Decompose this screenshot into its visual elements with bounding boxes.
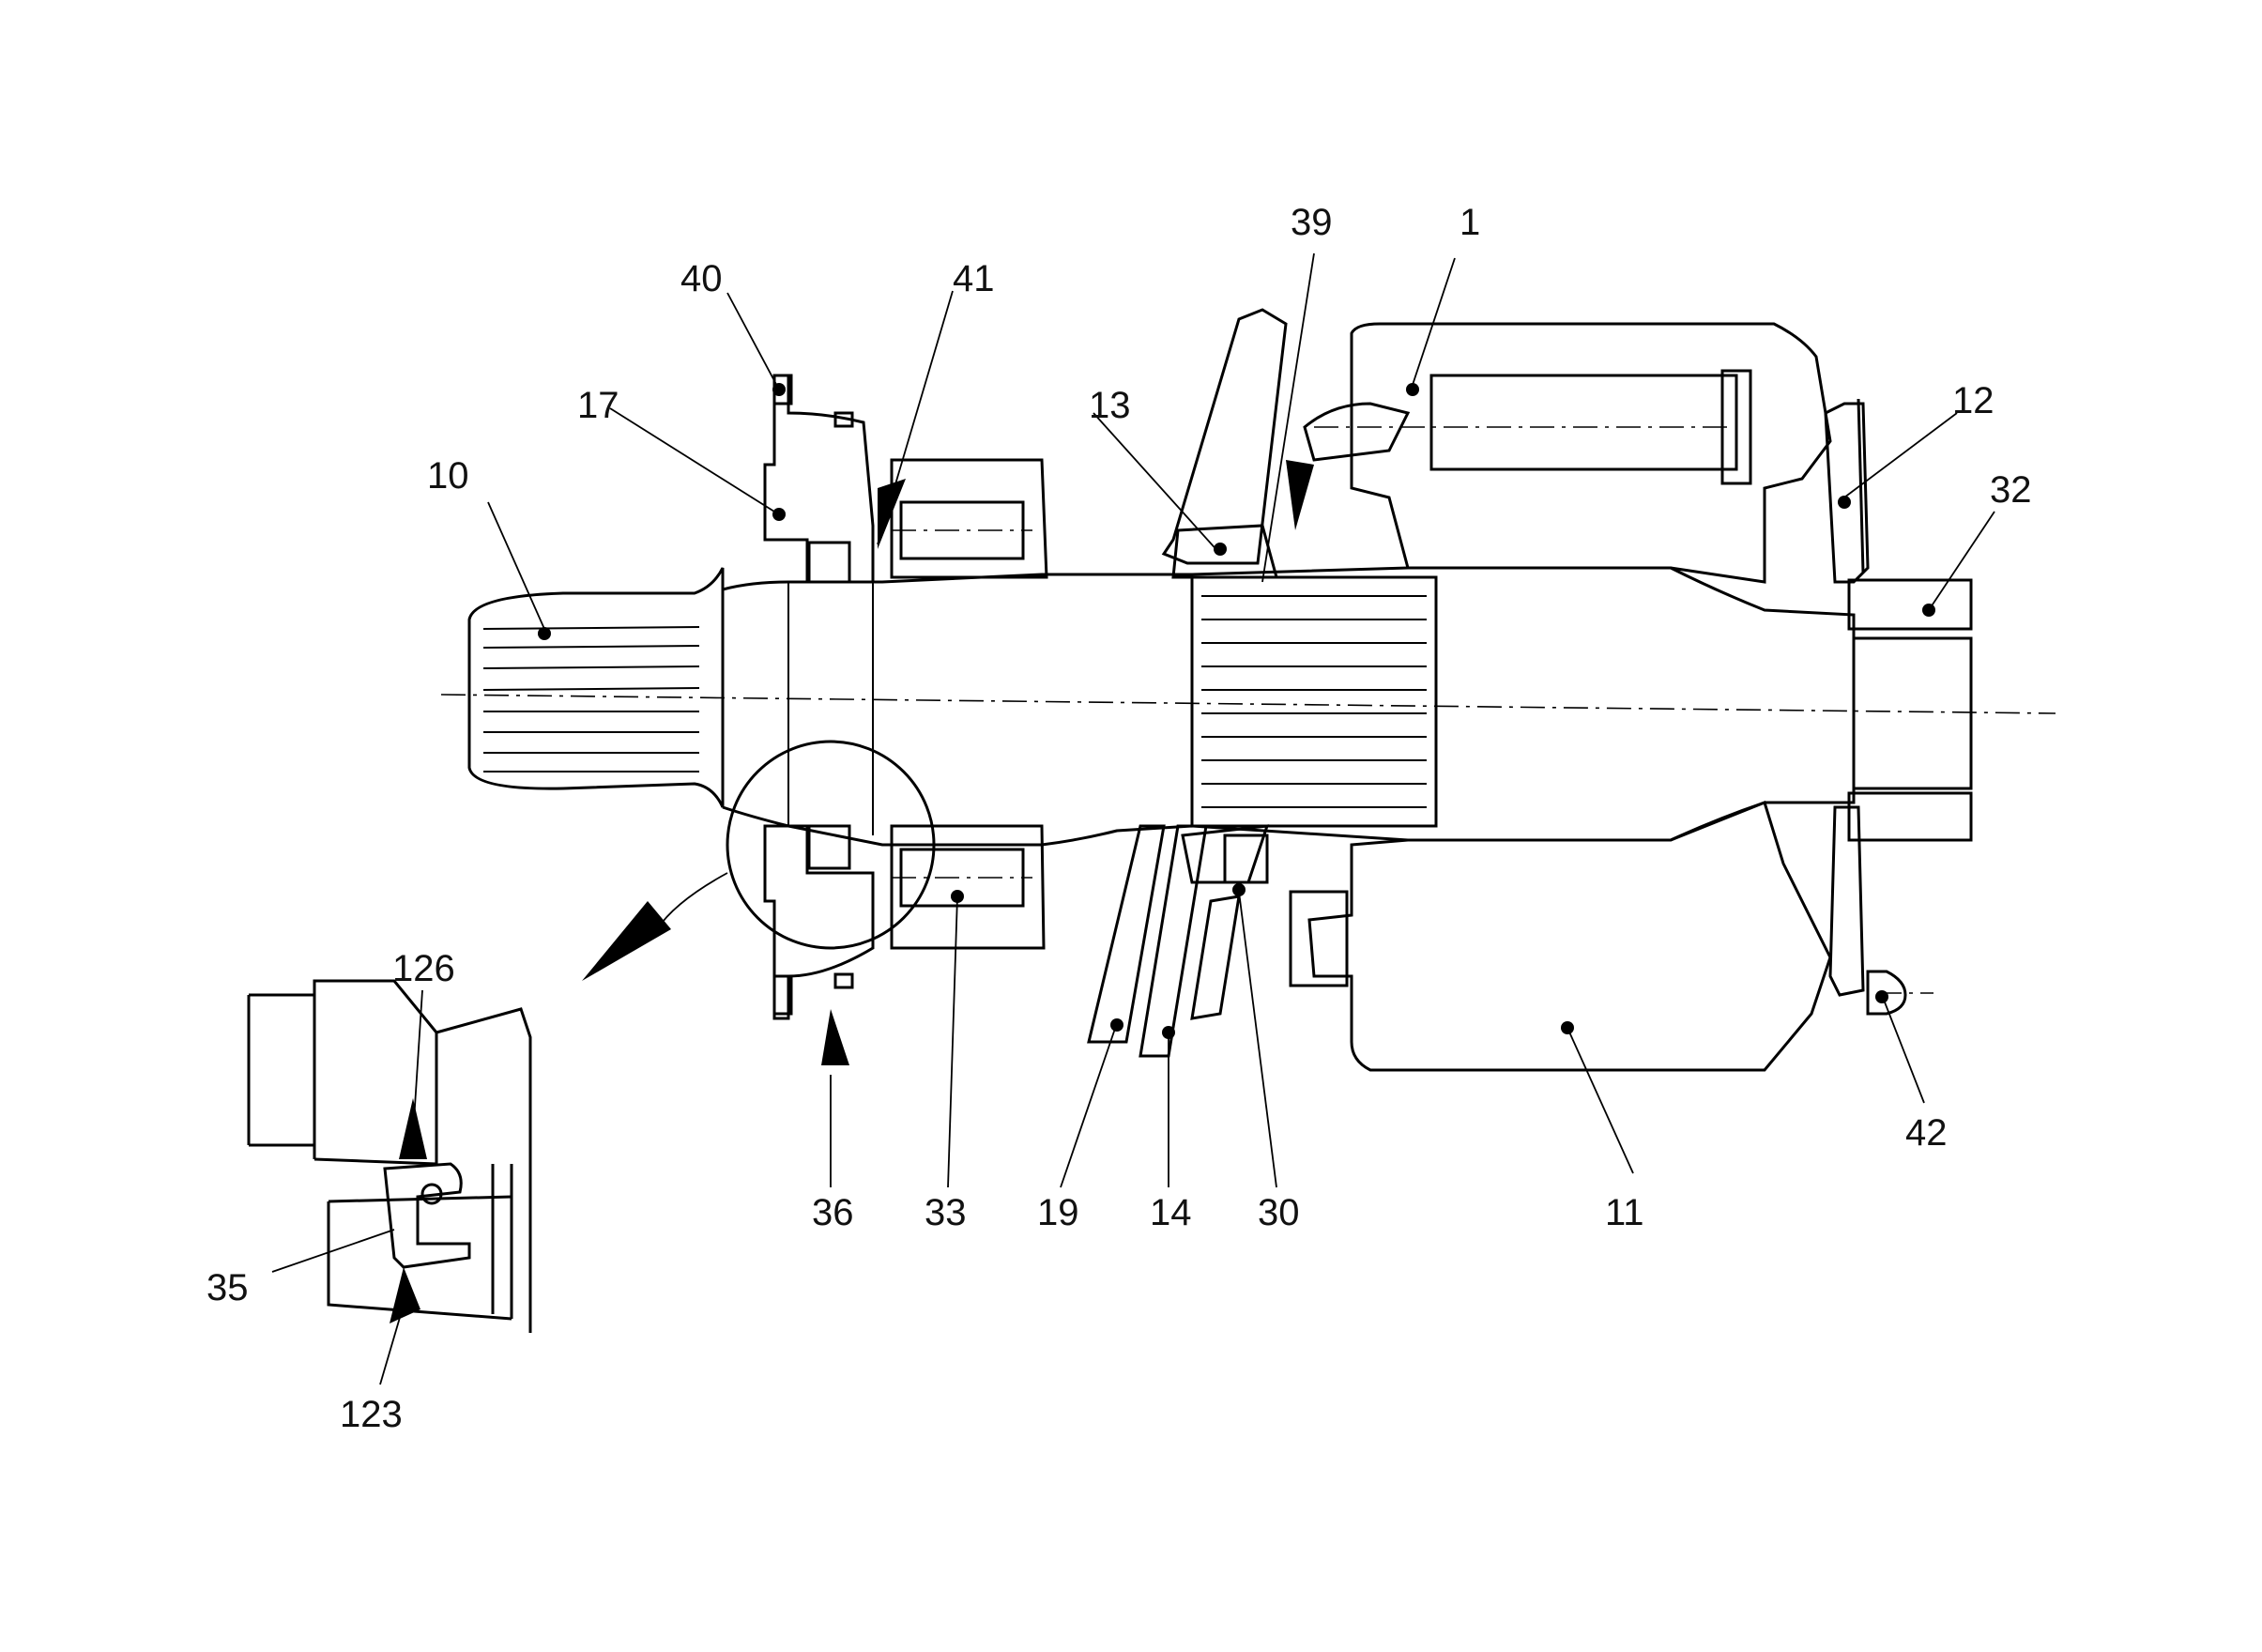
shaft-centerline	[440, 694, 2056, 714]
label-40: 40	[680, 258, 723, 299]
label-33: 33	[925, 1192, 967, 1233]
detail-view	[247, 979, 532, 1333]
label-14: 14	[1150, 1192, 1192, 1233]
label-42: 42	[1905, 1112, 1948, 1154]
housing-11	[1289, 322, 1832, 1072]
label-39: 39	[1291, 202, 1333, 243]
reference-dots	[538, 383, 1935, 1039]
spline-section	[1190, 575, 1438, 828]
label-1: 1	[1460, 202, 1480, 243]
label-35: 35	[206, 1267, 249, 1308]
label-36: 36	[812, 1192, 854, 1233]
label-32: 32	[1990, 469, 2032, 511]
leader-lines	[271, 252, 1995, 1385]
label-123: 123	[340, 1394, 403, 1435]
label-17: 17	[577, 385, 619, 426]
oring-bottom	[833, 972, 854, 989]
label-12: 12	[1952, 380, 1995, 421]
spring-30	[1190, 834, 1269, 1020]
label-10: 10	[427, 455, 469, 497]
label-30: 30	[1258, 1192, 1300, 1233]
shaft-body	[722, 566, 1856, 847]
drive-shaft-spline	[467, 567, 725, 808]
piston-1	[1303, 369, 1752, 485]
cover-12	[1824, 398, 1870, 997]
detail-arrow	[582, 901, 671, 981]
oring-top	[833, 411, 854, 428]
detail-circle	[726, 740, 936, 950]
bearing-32	[1847, 578, 1973, 842]
shaft-seal	[807, 541, 851, 870]
label-126: 126	[392, 948, 455, 989]
bearing-33	[890, 458, 1048, 950]
label-11: 11	[1605, 1192, 1644, 1233]
label-13: 13	[1089, 385, 1131, 426]
leader-arrows	[390, 460, 1314, 1323]
label-19: 19	[1037, 1192, 1079, 1233]
detail-leader-arc	[656, 872, 728, 930]
label-41: 41	[953, 258, 995, 299]
flange-17	[763, 374, 875, 1020]
